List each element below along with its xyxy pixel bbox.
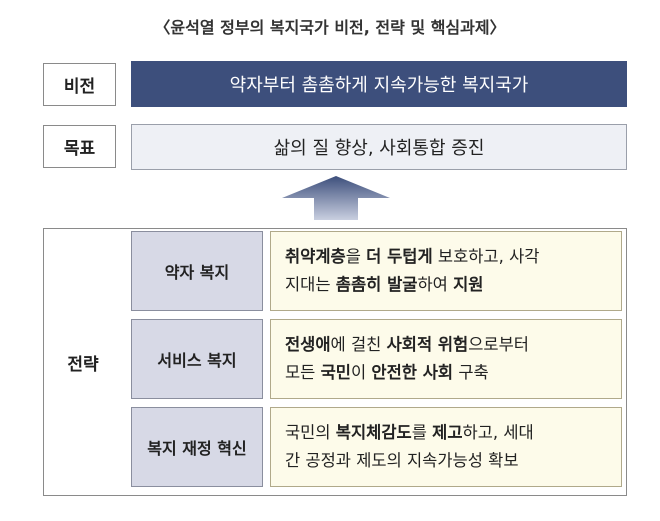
goal-label: 목표 — [43, 125, 116, 168]
emphasis-text: 촘촘히 발굴 — [335, 275, 418, 294]
goal-bar: 삶의 질 향상, 사회통합 증진 — [131, 124, 627, 170]
category-service-welfare: 서비스 복지 — [131, 319, 263, 399]
emphasis-text: 지원 — [453, 275, 484, 294]
emphasis-text: 더 두텁게 — [366, 247, 433, 266]
vision-bar: 약자부터 촘촘하게 지속가능한 복지국가 — [131, 61, 627, 107]
desc-text: 하여 — [417, 275, 454, 294]
desc-line: 국민의 복지체감도를 제고하고, 세대 — [285, 419, 607, 447]
page-title: 〈윤석열 정부의 복지국가 비전, 전략 및 핵심과제〉 — [154, 18, 506, 37]
strategy-label: 전략 — [67, 354, 99, 375]
desc-text: 지대는 — [285, 275, 336, 294]
desc-line: 취약계층을 더 두텁게 보호하고, 사각 — [285, 243, 607, 271]
desc-text: 에 걸친 — [330, 335, 387, 354]
desc-line: 간 공정과 제도의 지속가능성 확보 — [285, 447, 607, 475]
category-fiscal-innovation: 복지 재정 혁신 — [131, 407, 263, 487]
desc-text: 하고, 세대 — [462, 423, 534, 442]
emphasis-text: 안전한 사회 — [371, 363, 454, 382]
desc-line: 지대는 촘촘히 발굴하여 지원 — [285, 271, 607, 299]
desc-text: 간 공정과 제도의 지속가능성 확보 — [285, 451, 519, 470]
desc-text: 를 — [411, 423, 433, 442]
desc-text: 국민의 — [285, 423, 336, 442]
emphasis-text: 취약계층 — [285, 247, 346, 266]
desc-text: 이 — [350, 363, 372, 382]
category-weak-welfare: 약자 복지 — [131, 231, 263, 311]
desc-text: 보호하고, 사각 — [432, 247, 540, 266]
emphasis-text: 사회적 위험 — [386, 335, 469, 354]
desc-text: 으로부터 — [468, 335, 529, 354]
emphasis-text: 복지체감도 — [335, 423, 412, 442]
emphasis-text: 전생애 — [285, 335, 331, 354]
emphasis-text: 제고 — [432, 423, 463, 442]
desc-line: 모든 국민이 안전한 사회 구축 — [285, 359, 607, 387]
emphasis-text: 국민 — [320, 363, 351, 382]
vision-label: 비전 — [43, 63, 116, 106]
desc-text: 모든 — [285, 363, 321, 382]
desc-text: 을 — [345, 247, 367, 266]
desc-text: 구축 — [453, 363, 489, 382]
up-arrow-icon — [282, 176, 390, 220]
desc-line: 전생애에 걸친 사회적 위험으로부터 — [285, 331, 607, 359]
